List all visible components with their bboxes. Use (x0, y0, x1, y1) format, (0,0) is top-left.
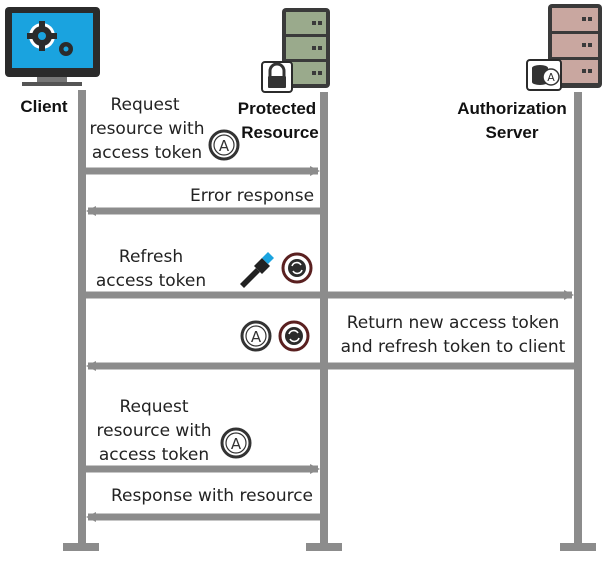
access-token-icon: A (208, 129, 240, 161)
message-2-line1: Error response (190, 186, 314, 206)
resource-lifeline (306, 92, 342, 551)
message-5-line1: Request (119, 397, 188, 417)
auth-label-line2: Server (486, 123, 539, 142)
resource-label-line2: Resource (241, 123, 318, 142)
message-3-line2: access token (96, 271, 206, 291)
small-gear-icon (59, 42, 73, 56)
token-letter: A (547, 71, 555, 84)
message-5-line2: resource with (97, 421, 212, 441)
client-lifeline (63, 90, 99, 551)
message-3-line1: Refresh (119, 247, 183, 267)
client-monitor-icon (5, 7, 100, 86)
message-5-line3: access token (99, 445, 209, 465)
message-4-line2: and refresh token to client (341, 337, 566, 357)
message-1-line1: Request (110, 95, 179, 115)
refresh-token-icon (281, 252, 313, 284)
svg-text:A: A (231, 435, 242, 453)
protected-server-icon (282, 8, 330, 88)
message-4-line1: Return new access token (347, 313, 560, 333)
token-database-icon: A (526, 59, 562, 91)
auth-server-lifeline (560, 92, 596, 551)
auth-label-line1: Authorization (457, 99, 567, 118)
message-1-line3: access token (92, 143, 202, 163)
access-token-icon-2: A (220, 427, 252, 459)
message-6-line1: Response with resource (111, 486, 313, 506)
svg-text:A: A (251, 328, 262, 346)
key-icon (240, 252, 274, 288)
client-label: Client (20, 97, 68, 116)
gear-icon (27, 21, 57, 51)
svg-text:A: A (219, 137, 230, 155)
new-refresh-token-icon (278, 320, 310, 352)
message-1-line2: resource with (90, 119, 205, 139)
new-access-token-icon: A (240, 320, 272, 352)
lock-icon (261, 61, 293, 93)
resource-label-line1: Protected (238, 99, 316, 118)
